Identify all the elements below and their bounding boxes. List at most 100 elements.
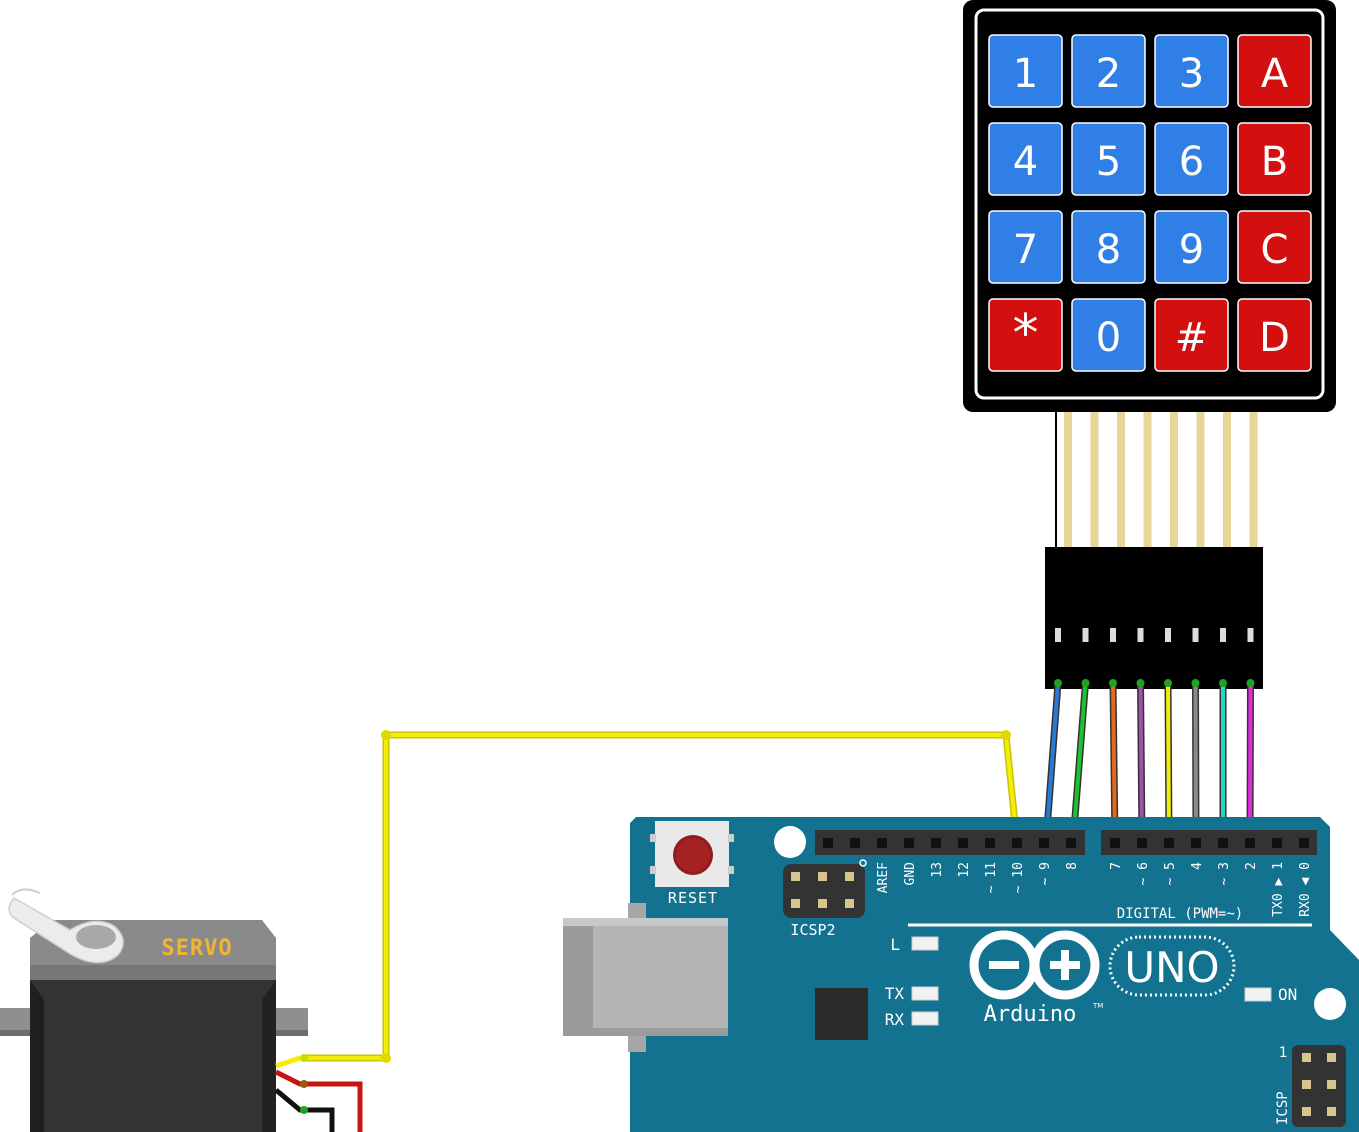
servo-mount-tab-right	[270, 1008, 308, 1034]
header-hole	[904, 838, 914, 848]
keypad-wire	[1044, 682, 1060, 844]
keypad-key-label: *	[1013, 304, 1039, 364]
microcontroller-chip	[815, 988, 868, 1040]
svg-text:TX: TX	[885, 984, 905, 1003]
wire-end	[1136, 679, 1145, 687]
servo-motor: SERVO	[0, 888, 363, 1132]
keypad-key[interactable]: 5	[1071, 122, 1146, 196]
keypad-ribbon	[1055, 409, 1257, 551]
connector-pin	[1192, 628, 1199, 642]
connector-pin	[1247, 628, 1254, 642]
keypad-key[interactable]: 0	[1071, 298, 1146, 372]
ribbon-strips	[1064, 412, 1258, 548]
connector-pin	[1055, 628, 1061, 642]
connector-pin	[1110, 628, 1116, 642]
header-hole	[1039, 838, 1049, 848]
keypad-key[interactable]: 8	[1071, 210, 1146, 284]
keypad-key[interactable]: 4	[988, 122, 1063, 196]
keypad-wire	[1111, 682, 1117, 844]
mounting-hole-2	[1314, 988, 1346, 1020]
svg-text:UNO: UNO	[1124, 943, 1219, 992]
keypad-key[interactable]: *	[988, 298, 1063, 372]
ribbon-strip	[1170, 412, 1178, 548]
ribbon-strip	[1196, 412, 1205, 548]
ribbon-strip	[1143, 412, 1152, 548]
servo-power-wire	[274, 1069, 363, 1132]
servo-label: SERVO	[161, 936, 232, 961]
keypad-key-label: 6	[1179, 139, 1204, 185]
wire-end	[1164, 679, 1172, 687]
header-hole	[1137, 838, 1147, 848]
keypad-key[interactable]: #	[1154, 298, 1229, 372]
wire-end	[1191, 679, 1200, 687]
keypad-key[interactable]: D	[1237, 298, 1312, 372]
servo-horn	[8, 888, 124, 964]
header-hole	[931, 838, 941, 848]
servo-leads	[274, 1054, 363, 1132]
keypad-key-label: 9	[1179, 227, 1204, 273]
wire-end	[1246, 679, 1255, 687]
header-hole	[850, 838, 860, 848]
keypad-border	[974, 8, 1325, 400]
keypad-wire	[1166, 682, 1171, 844]
pin-label: ~ 9	[1038, 862, 1053, 885]
ribbon-strip	[1117, 412, 1125, 548]
keypad-key[interactable]: 6	[1154, 122, 1229, 196]
keypad-wire	[1248, 682, 1253, 844]
keypad-key[interactable]: C	[1237, 210, 1312, 284]
connector-pin	[1220, 628, 1226, 642]
digital-header-right	[1101, 830, 1317, 855]
mounting-hole	[774, 826, 806, 858]
keypad-key-label: A	[1261, 51, 1289, 97]
keypad-key-label: D	[1259, 315, 1290, 361]
led-rx: RX	[885, 1010, 939, 1029]
wire-end	[1081, 679, 1090, 687]
keypad-key[interactable]: A	[1237, 34, 1312, 108]
wire-end	[1109, 679, 1117, 687]
keypad-key-label: 5	[1096, 139, 1121, 185]
pin-label: TX0 ▶ 1	[1271, 862, 1286, 917]
pin-label: 7	[1109, 862, 1124, 870]
keypad-key[interactable]: 1	[988, 34, 1063, 108]
ribbon-strip	[1090, 412, 1099, 548]
servo-ground-wire	[274, 1088, 335, 1132]
keypad-connector	[1045, 547, 1263, 689]
pin-label: 2	[1244, 862, 1259, 870]
arduino-brand: Arduino	[984, 1002, 1077, 1027]
keypad-key[interactable]: B	[1237, 122, 1312, 196]
pin-label: 12	[957, 862, 972, 878]
keypad-key[interactable]: 2	[1071, 34, 1146, 108]
keypad-key[interactable]: 3	[1154, 34, 1229, 108]
header-hole	[958, 838, 968, 848]
icsp-pin1-label: 1	[1279, 1045, 1287, 1061]
keypad-wire	[1071, 682, 1088, 844]
header-hole	[1066, 838, 1076, 848]
pin-label: ~ 3	[1217, 862, 1232, 885]
reset-button[interactable]	[650, 821, 734, 887]
pin-label: GND	[903, 862, 918, 886]
wire-end	[1219, 679, 1227, 687]
pin-label: ~ 6	[1136, 862, 1151, 885]
icsp2-header	[783, 864, 865, 918]
header-hole	[1191, 838, 1201, 848]
keypad-key-label: B	[1261, 139, 1288, 185]
icsp-label: ICSP	[1275, 1091, 1291, 1125]
pin-label: ~ 10	[1011, 862, 1026, 893]
keypad-key[interactable]: 9	[1154, 210, 1229, 284]
header-holes	[823, 838, 1309, 848]
arduino-tm: TM	[1092, 1002, 1103, 1010]
header-hole	[1012, 838, 1022, 848]
ribbon-strip	[1064, 412, 1072, 548]
keypad-wire	[1193, 682, 1198, 844]
svg-text:L: L	[890, 935, 900, 954]
header-hole	[1272, 838, 1282, 848]
keypad-key[interactable]: 7	[988, 210, 1063, 284]
keypad-key-label: 7	[1013, 227, 1038, 273]
keypad-key-label: 0	[1096, 315, 1121, 361]
keypad-key-label: 2	[1096, 51, 1121, 97]
header-hole	[877, 838, 887, 848]
ribbon-strip	[1223, 412, 1231, 548]
